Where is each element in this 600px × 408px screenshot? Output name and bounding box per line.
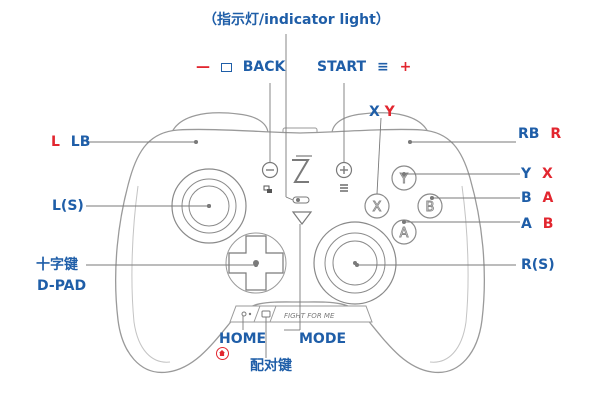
xy-label-group: X Y	[369, 104, 395, 120]
a-blue-label: A	[521, 216, 532, 232]
bottom-plate	[229, 305, 373, 323]
right-stick-label: R(S)	[521, 257, 555, 273]
mode-button	[291, 211, 313, 225]
start-label: START	[317, 59, 367, 75]
face-button-y	[391, 165, 417, 191]
y-label: Y	[384, 104, 395, 120]
bottom-dot-left	[241, 311, 247, 317]
menu-icon: ≡	[376, 59, 389, 75]
brand-text: FIGHT FOR ME	[284, 312, 335, 320]
indicator-light-label: （指示灯/indicator light）	[203, 12, 390, 28]
svg-text:X: X	[373, 200, 382, 215]
leader-x	[376, 117, 382, 195]
r-label: R	[550, 126, 562, 142]
home-label: HOME	[219, 331, 267, 347]
l-label: L	[51, 134, 60, 150]
body-inner-edge	[131, 185, 171, 363]
a-red-label: B	[542, 216, 554, 232]
back-label: BACK	[242, 59, 286, 75]
b-red-label: A	[542, 190, 554, 206]
right-bumper	[331, 112, 429, 135]
rb-label-group: RB R	[518, 126, 561, 142]
dpad-en-label: D-PAD	[37, 278, 87, 294]
lb-label: LB	[70, 134, 91, 150]
indicator-light	[292, 196, 310, 204]
logo-icon	[292, 159, 310, 183]
face-button-b	[417, 193, 443, 219]
svg-text:B: B	[426, 200, 435, 215]
a-button-label-group: A B	[521, 216, 553, 232]
svg-text:Y: Y	[399, 172, 408, 187]
b-blue-label: B	[521, 190, 532, 206]
home-icon	[216, 347, 229, 360]
rb-label: RB	[518, 126, 540, 142]
pair-button	[261, 310, 271, 318]
left-stick-label: L(S)	[52, 198, 84, 214]
pair-label: 配对键	[250, 358, 292, 374]
y-button-label-group: Y X	[521, 166, 553, 182]
svg-text:A: A	[400, 226, 409, 241]
y-blue-label: Y	[521, 166, 532, 182]
start-label-group: START ≡ +	[317, 59, 411, 75]
back-icon	[220, 63, 232, 72]
x-label: X	[369, 104, 380, 120]
mode-label: MODE	[299, 331, 347, 347]
b-button-label-group: B A	[521, 190, 553, 206]
y-red-label: X	[542, 166, 553, 182]
plus-mark: +	[399, 59, 412, 75]
lb-label-group: L LB	[51, 134, 90, 150]
bottom-dot-mid	[248, 312, 252, 316]
left-bumper	[171, 112, 269, 135]
minus-mark: —	[196, 59, 210, 75]
dpad-cn-label: 十字键	[36, 257, 78, 273]
back-label-group: — BACK	[196, 59, 285, 75]
